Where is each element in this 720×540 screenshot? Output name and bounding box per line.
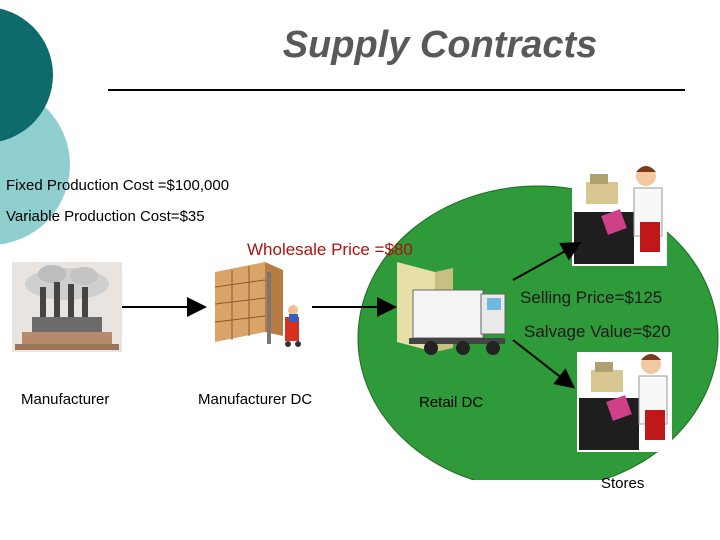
arrow-retail-to-store-bottom [512, 339, 576, 389]
decor-circles [0, 8, 70, 245]
selling-price-label: Selling Price=$125 [520, 288, 663, 307]
cashier-icon [577, 352, 672, 452]
retail-dc-label: Retail DC [419, 394, 484, 411]
cashier-icon [572, 162, 667, 266]
title-underline [108, 89, 685, 91]
fixed-cost-label: Fixed Production Cost =$100,000 [6, 177, 230, 194]
truck-icon [397, 262, 506, 355]
slide-title: Supply Contracts [282, 24, 598, 66]
stores-label: Stores [601, 475, 645, 492]
arrow-retail-to-store-top [512, 242, 582, 281]
manufacturer-label: Manufacturer [21, 391, 110, 408]
manufacturer-dc-label: Manufacturer DC [198, 391, 313, 408]
warehouse-icon [214, 262, 301, 347]
salvage-value-label: Salvage Value=$20 [524, 322, 671, 341]
variable-cost-label: Variable Production Cost=$35 [6, 208, 205, 225]
wholesale-price-label: Wholesale Price =$80 [247, 240, 413, 259]
factory-icon [12, 262, 122, 352]
